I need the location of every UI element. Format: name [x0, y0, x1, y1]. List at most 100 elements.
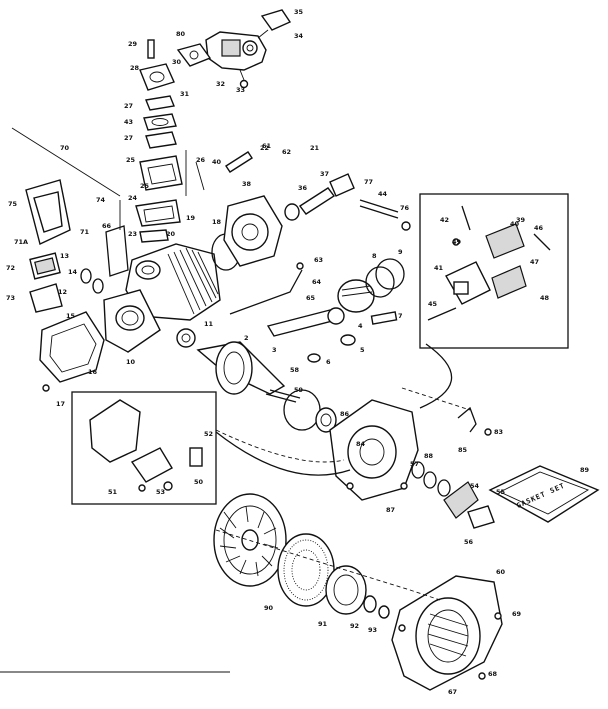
bearing-seals [283, 389, 337, 433]
part-label: 90 [264, 604, 274, 612]
part-label: 18 [212, 218, 222, 226]
part-label: 40 [510, 220, 520, 228]
part-label: 25 [140, 182, 150, 190]
part-label: 44 [378, 190, 388, 198]
carburetor [176, 9, 292, 89]
part-label: 8 [372, 252, 377, 260]
part-label: 13 [60, 252, 69, 260]
crankshaft [176, 328, 301, 403]
part-label: 67 [448, 688, 457, 696]
part-label: 14 [68, 268, 78, 276]
part-label: 77 [364, 178, 373, 186]
part-label: 53 [156, 488, 165, 496]
part-label: 30 [172, 58, 182, 66]
part-label: 54 [470, 482, 480, 490]
part-label: 15 [66, 312, 76, 320]
part-label: 11 [204, 320, 214, 328]
part-label: 65 [306, 294, 316, 302]
part-label: 28 [130, 64, 140, 72]
part-label: 40 [212, 158, 222, 166]
part-label: 45 [428, 300, 438, 308]
starter-clutch [325, 565, 390, 619]
part-label: 42 [440, 216, 449, 224]
part-label: 26 [196, 156, 206, 164]
part-label: 74 [96, 196, 106, 204]
part-label: 29 [128, 40, 138, 48]
part-label: 2 [244, 334, 249, 342]
part-label: 87 [386, 506, 395, 514]
part-label: 84 [356, 440, 366, 448]
part-label: 35 [294, 8, 304, 16]
part-label: 86 [340, 410, 350, 418]
part-label: 10 [126, 358, 136, 366]
part-label: 36 [298, 184, 308, 192]
part-label: 49 [452, 238, 462, 246]
part-label: 41 [434, 264, 444, 272]
ignition-detail-box [419, 193, 569, 409]
part-label: 71A [14, 238, 28, 246]
muffler-parts [25, 179, 105, 392]
part-label: 50 [194, 478, 204, 486]
part-label: 46 [534, 224, 544, 232]
part-label: 43 [124, 118, 133, 126]
part-label: 9 [398, 248, 403, 256]
part-label: 93 [368, 626, 377, 634]
part-label: 51 [108, 488, 118, 496]
part-label: 92 [350, 622, 359, 630]
starter-housing [391, 575, 503, 691]
part-label: 38 [242, 180, 252, 188]
part-label: 72 [6, 264, 15, 272]
part-label: 17 [56, 400, 65, 408]
part-label: 20 [166, 230, 176, 238]
part-label: 31 [180, 90, 190, 98]
part-label: 57 [410, 460, 419, 468]
part-label: 5 [360, 346, 365, 354]
part-label: 63 [314, 256, 323, 264]
part-label: 60 [496, 568, 506, 576]
part-label: 47 [530, 258, 539, 266]
intake-stack [135, 39, 253, 243]
part-label: 71 [80, 228, 90, 236]
part-label: 25 [126, 156, 136, 164]
part-label: 76 [400, 204, 410, 212]
flywheel [213, 493, 287, 587]
part-label: 89 [580, 466, 590, 474]
starter-small-parts [411, 406, 495, 529]
part-label: 37 [320, 170, 329, 178]
part-label: 70 [60, 144, 70, 152]
part-label: 3 [272, 346, 277, 354]
part-label: 23 [128, 230, 137, 238]
part-label: 16 [88, 368, 98, 376]
part-label: 68 [488, 670, 498, 678]
part-label: 83 [494, 428, 503, 436]
part-number-labels: 80 29 30 28 31 27 43 27 26 25 24 23 70 7… [6, 8, 590, 696]
leader-lines [0, 127, 471, 673]
part-label: 12 [58, 288, 67, 296]
part-label: 73 [6, 294, 15, 302]
part-label: 27 [124, 134, 133, 142]
part-label: 64 [312, 278, 322, 286]
part-label: 75 [8, 200, 18, 208]
part-label: 33 [236, 86, 245, 94]
part-label: 32 [216, 80, 225, 88]
part-label: 39 [516, 216, 526, 224]
flywheel-screen [277, 533, 335, 607]
part-label: 4 [358, 322, 363, 330]
part-label: 66 [102, 222, 112, 230]
part-label: 61 [262, 142, 272, 150]
crankcase-cover [223, 173, 411, 267]
part-label: 7 [398, 312, 403, 320]
part-label: 85 [458, 446, 468, 454]
part-label: 91 [318, 620, 328, 628]
crankcase [329, 399, 419, 501]
cylinder [103, 243, 221, 353]
part-label: 88 [424, 452, 434, 460]
part-label: 69 [512, 610, 522, 618]
part-label: 80 [176, 30, 186, 38]
part-label: 58 [290, 366, 300, 374]
part-label: 6 [326, 358, 331, 366]
part-label: 24 [128, 194, 138, 202]
part-label: 21 [310, 144, 320, 152]
part-label: 19 [186, 214, 196, 222]
